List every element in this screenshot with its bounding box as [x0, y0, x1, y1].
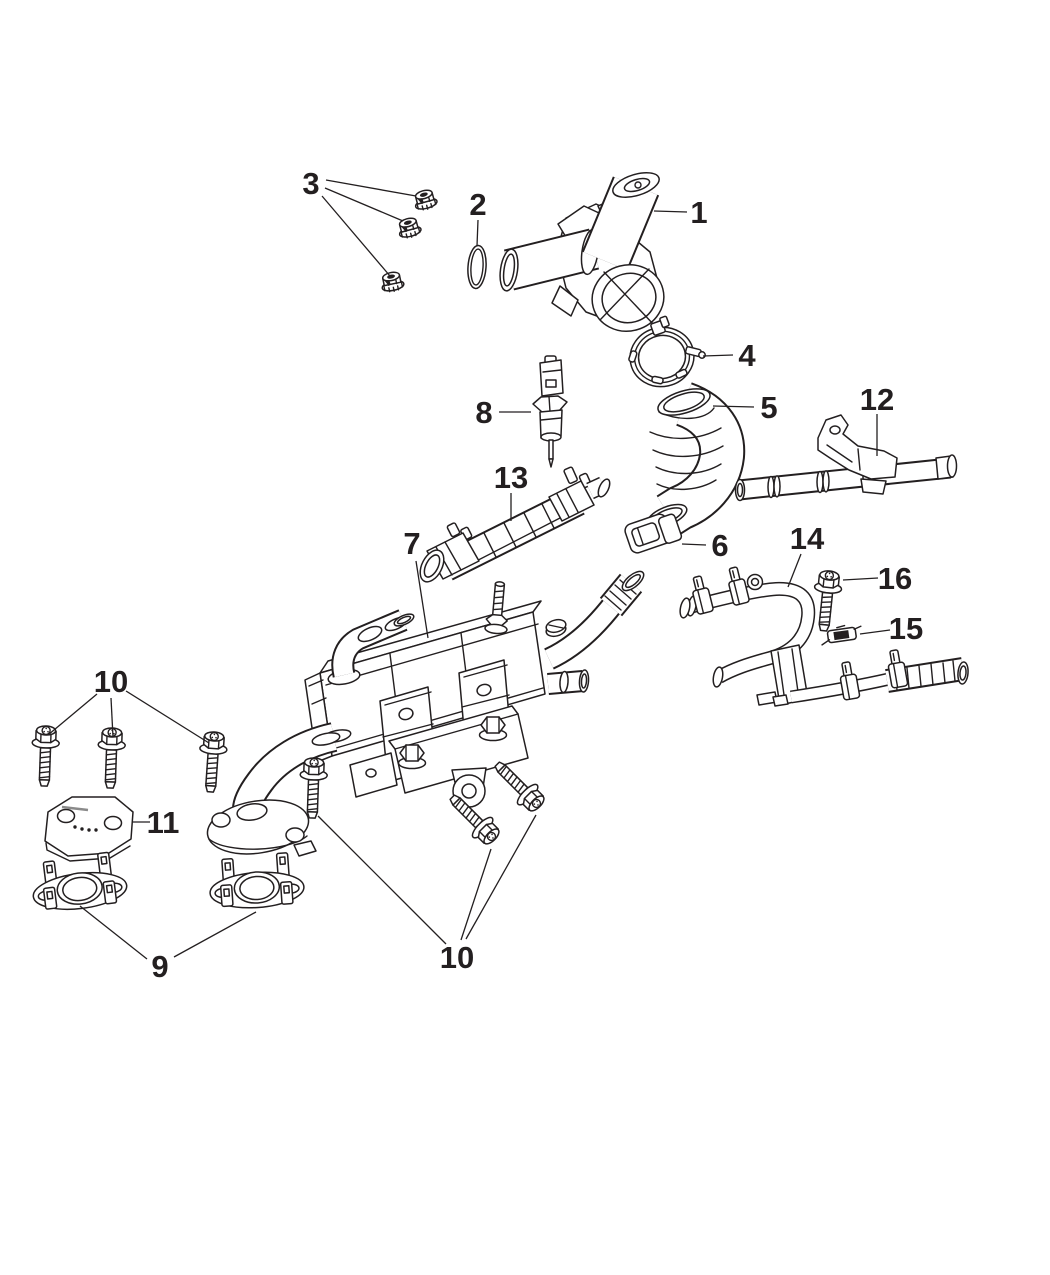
part-o-ring	[467, 244, 487, 290]
callout-number: 4	[738, 338, 756, 373]
callout-v-band-clamp: 4	[702, 338, 756, 373]
callout-number: 2	[469, 187, 486, 222]
flange-bolt	[196, 730, 229, 794]
part-hex-bolt	[809, 568, 845, 633]
leader-line	[842, 577, 879, 581]
flange-nut	[378, 269, 406, 295]
callout-number: 8	[475, 395, 492, 430]
callout-o-ring-seal: 2	[469, 187, 487, 247]
callout-number: 15	[889, 611, 923, 646]
leader-line	[476, 219, 479, 247]
leader-line	[415, 560, 429, 639]
gasket	[206, 851, 306, 912]
callout-coolant-tube: 12	[860, 382, 894, 456]
leader-line	[321, 195, 391, 277]
part-elbow-hose	[646, 382, 746, 535]
part-coolant-tube	[734, 414, 958, 502]
part-retainer-clip	[821, 624, 862, 646]
leader-line	[859, 629, 891, 635]
callout-number: 10	[94, 664, 128, 699]
callout-number: 5	[760, 390, 777, 425]
callout-hex-flange-bolts-lower: 10	[317, 814, 537, 975]
flange-bolt	[486, 753, 550, 817]
leader-line	[681, 543, 707, 546]
callout-number: 10	[440, 940, 474, 975]
leader-line	[325, 179, 417, 197]
callout-hex-bolt: 16	[842, 561, 912, 596]
leader-line	[47, 693, 98, 736]
callout-hex-flange-bolts-upper: 10	[47, 664, 210, 744]
part-flange-nuts	[378, 187, 440, 295]
callout-sensor: 8	[475, 395, 531, 430]
part-flange-gaskets	[28, 849, 306, 915]
callout-elbow-hose: 5	[712, 390, 778, 425]
part-sensor	[532, 355, 568, 468]
flange-bolt	[29, 724, 61, 788]
cooler-stud	[484, 581, 508, 635]
leader-line	[79, 905, 148, 960]
callout-egr-cooler: 7	[403, 526, 429, 639]
callout-coolant-hose: 13	[494, 460, 528, 521]
part-v-band-clamp	[628, 315, 706, 388]
leader-line	[653, 210, 688, 213]
callout-number: 13	[494, 460, 528, 495]
leader-line	[110, 697, 114, 738]
callout-number: 1	[690, 195, 707, 230]
callout-number: 7	[403, 526, 420, 561]
callout-number: 6	[711, 528, 728, 563]
callout-egr-valve-assembly: 1	[653, 195, 708, 230]
leader-line	[787, 553, 802, 588]
leader-line	[465, 814, 537, 940]
callout-flange-nuts: 3	[302, 166, 417, 277]
callout-retainer-clip: 15	[859, 611, 923, 646]
hex-bolt	[809, 568, 845, 633]
part-coolant-tube-assembly	[679, 565, 969, 707]
callout-number: 16	[878, 561, 912, 596]
callout-flange-gaskets: 9	[79, 905, 257, 984]
callout-number: 11	[147, 805, 180, 840]
leader-line	[702, 354, 734, 357]
leader-line	[173, 911, 257, 958]
part-coolant-hose	[419, 466, 611, 583]
leader-line	[317, 815, 447, 945]
callout-number: 12	[860, 382, 894, 417]
flange-nut	[411, 187, 440, 213]
callout-coolant-tube-assembly: 14	[787, 521, 825, 588]
callout-mount-isolator: 6	[681, 528, 729, 563]
leader-line	[125, 690, 210, 744]
callout-number: 3	[302, 166, 319, 201]
part-mount-isolator	[624, 513, 683, 554]
part-block-off-plate	[44, 796, 134, 862]
leader-line	[324, 187, 404, 222]
leader-line	[712, 405, 755, 408]
callout-number: 14	[790, 521, 825, 556]
callout-number: 9	[151, 949, 168, 984]
leader-line	[460, 848, 492, 941]
callout-block-off-plate: 11	[133, 805, 179, 840]
part-egr-cooler	[206, 570, 645, 857]
flange-bolt	[95, 726, 127, 790]
part-egr-valve	[499, 171, 665, 332]
